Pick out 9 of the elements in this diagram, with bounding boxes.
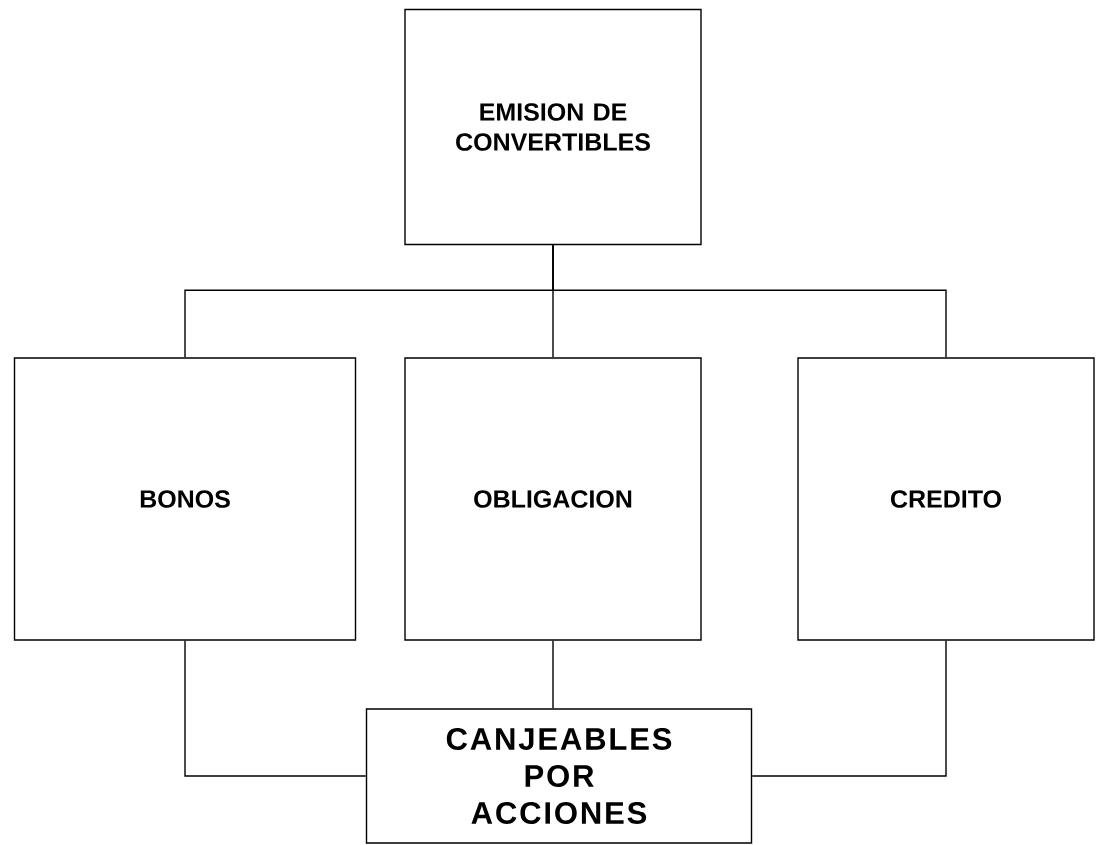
connector-line — [184, 640, 367, 777]
connector-line — [751, 640, 947, 777]
process-box: BONOS — [13, 357, 357, 641]
connector-line — [552, 244, 947, 358]
process-box: EMISION DE CONVERTIBLES — [404, 8, 702, 246]
process-box: CANJEABLES POR ACCIONES — [365, 708, 753, 844]
process-box: OBLIGACION — [404, 357, 702, 641]
process-box: CREDITO — [797, 357, 1095, 641]
connector-line — [552, 640, 554, 709]
